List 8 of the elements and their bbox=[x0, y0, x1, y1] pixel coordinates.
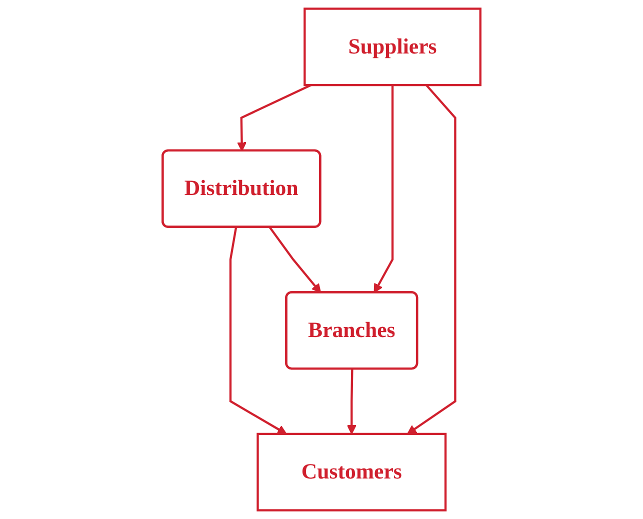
node-box: Customers bbox=[256, 432, 447, 512]
node-box: Suppliers bbox=[304, 8, 482, 86]
arrow bbox=[374, 85, 394, 294]
arrow bbox=[406, 84, 456, 434]
arrow bbox=[346, 369, 356, 434]
arrow bbox=[268, 226, 322, 294]
arrow bbox=[229, 227, 287, 434]
arrow bbox=[236, 84, 312, 152]
